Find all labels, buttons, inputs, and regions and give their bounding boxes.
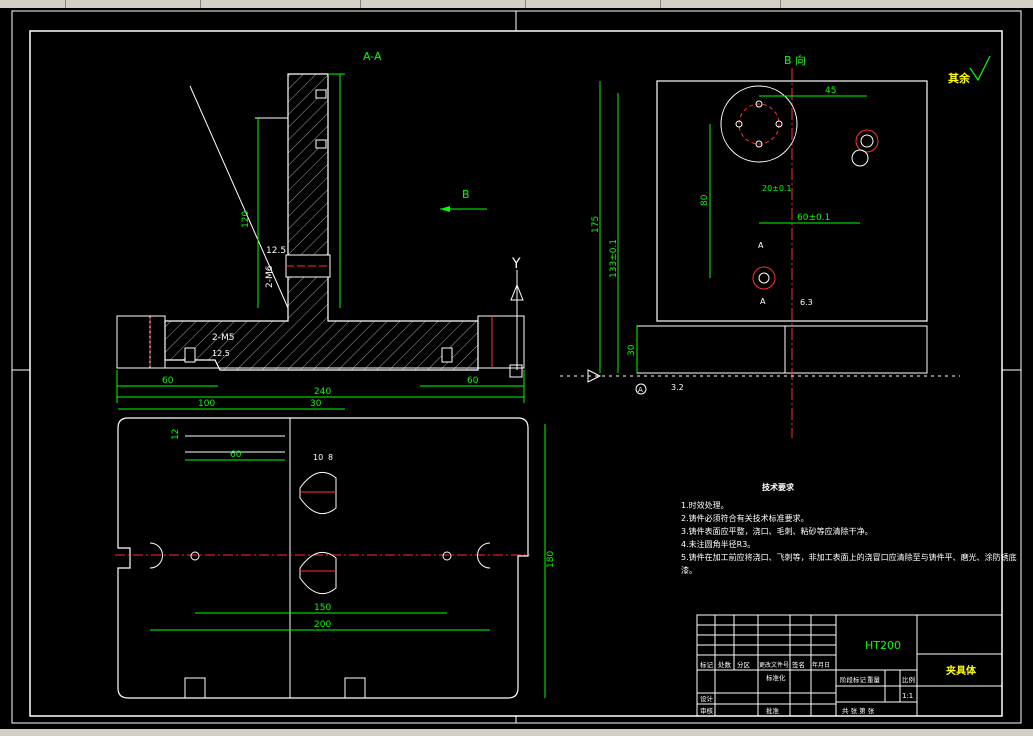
datum-a-circle: A [638, 386, 643, 394]
dim-60-tol: 60±0.1 [797, 213, 830, 223]
tb-standardization: 标准化 [766, 673, 786, 682]
note-2: 2.铸件必须符合有关技术标准要求。 [681, 513, 809, 523]
svg-text:其余: 其余 [948, 71, 971, 85]
cut-plane-a-top: A [758, 241, 764, 250]
tb-design: 设计 [700, 694, 714, 703]
view-title-b: B 向 [784, 53, 806, 67]
note-5: 5.铸件在加工前应将浇口、飞刺等，非加工表面上的浇冒口应清除至与铸件平、磨光、涂… [681, 552, 1017, 562]
tb-label-count: 处数 [718, 660, 732, 669]
tb-part-name: 夹具体 [946, 664, 977, 677]
view-title-a-a: A-A [363, 50, 382, 63]
dim-175: 175 [591, 216, 601, 233]
notes-title: 技术要求 [762, 482, 795, 492]
tb-check: 审核 [700, 706, 714, 715]
dim-133-tol: 133±0.1 [609, 239, 619, 278]
tb-scale-label: 比例 [902, 675, 915, 684]
thread-callout-2-m6: 2-M6 [265, 265, 275, 288]
tb-material: HT200 [865, 639, 901, 652]
view-b[interactable]: 175 133±0.1 45 80 60±0.1 20±0.1 30 A A A… [560, 53, 960, 438]
roughness-6-3: 6.3 [800, 298, 813, 307]
tb-label-date: 年月日 [812, 661, 830, 669]
tb-stage: 阶段标记 [840, 675, 867, 684]
dim-60-right: 60 [467, 376, 479, 386]
dim-8: 8 [328, 453, 333, 462]
dim-240: 240 [314, 387, 331, 397]
svg-text:B: B [462, 188, 470, 201]
dim-80: 80 [700, 194, 710, 206]
dim-20-tol: 20±0.1 [762, 184, 792, 193]
cut-plane-a-bottom: A [760, 297, 766, 306]
technical-notes: 技术要求 1.时效处理。 2.铸件必须符合有关技术标准要求。 3.铸件表面应平整… [681, 482, 1017, 575]
tb-approve: 批准 [766, 706, 780, 715]
roughness-12-5-b: 12.5 [212, 349, 230, 358]
title-block[interactable]: 标记 处数 分区 更改文件号 签名 年月日 标准化 设计 审核 批准 阶段标记 … [696, 614, 1003, 717]
toolbar-separator [660, 0, 661, 8]
dim-45: 45 [825, 86, 836, 96]
tb-label-zone: 分区 [737, 660, 751, 669]
dim-100: 100 [198, 399, 215, 409]
roughness-12-5: 12.5 [266, 246, 286, 256]
cad-drawing-canvas[interactable]: 120 60 60 240 2-M5 2-M6 12.5 12.5 A-A B … [0, 8, 1033, 729]
tb-label-mark: 标记 [700, 660, 714, 669]
sheet-border [11, 10, 1022, 724]
toolbar-separator [525, 0, 526, 8]
axis-y-marker: Y [509, 256, 524, 378]
dim-60-left: 60 [162, 376, 174, 386]
tb-label-doc: 更改文件号 [759, 661, 789, 669]
dim-200: 200 [314, 620, 331, 630]
tb-sheets: 共 张 第 张 [842, 706, 875, 715]
top-toolbar-strip [0, 0, 1033, 8]
thread-callout-2-m5: 2-M5 [212, 333, 234, 343]
section-view-a-a[interactable]: 120 60 60 240 2-M5 2-M6 12.5 12.5 A-A [116, 50, 525, 403]
note-1: 1.时效处理。 [681, 500, 729, 510]
dim-10: 10 [313, 453, 323, 462]
note-4: 4.未注圆角半径R3。 [681, 539, 755, 549]
note-3: 3.铸件表面应平整，浇口、毛刺、粘砂等应清除干净。 [681, 526, 873, 536]
roughness-3-2: 3.2 [671, 383, 684, 392]
tb-label-sign: 签名 [792, 660, 805, 669]
dim-120: 120 [241, 211, 251, 228]
dim-12: 12 [171, 429, 181, 440]
dim-60-inner: 60 [230, 450, 242, 460]
dim-30: 30 [310, 399, 322, 409]
dim-30-right: 30 [627, 344, 637, 356]
bottom-status-strip [0, 729, 1033, 736]
toolbar-separator [360, 0, 361, 8]
toolbar-separator [780, 0, 781, 8]
toolbar-separator [200, 0, 201, 8]
plan-view[interactable]: 100 30 60 150 200 180 12 10 8 [115, 399, 556, 699]
note-5-cont: 漆。 [681, 565, 697, 575]
dim-150: 150 [314, 603, 331, 613]
svg-text:Y: Y [511, 256, 521, 272]
dim-180: 180 [546, 551, 556, 568]
roughness-others: 其余 [948, 55, 991, 85]
tb-scale-value: 1:1 [902, 692, 913, 700]
tb-weight: 重量 [867, 676, 881, 684]
view-arrow-b: B [440, 188, 487, 212]
toolbar-separator [65, 0, 66, 8]
